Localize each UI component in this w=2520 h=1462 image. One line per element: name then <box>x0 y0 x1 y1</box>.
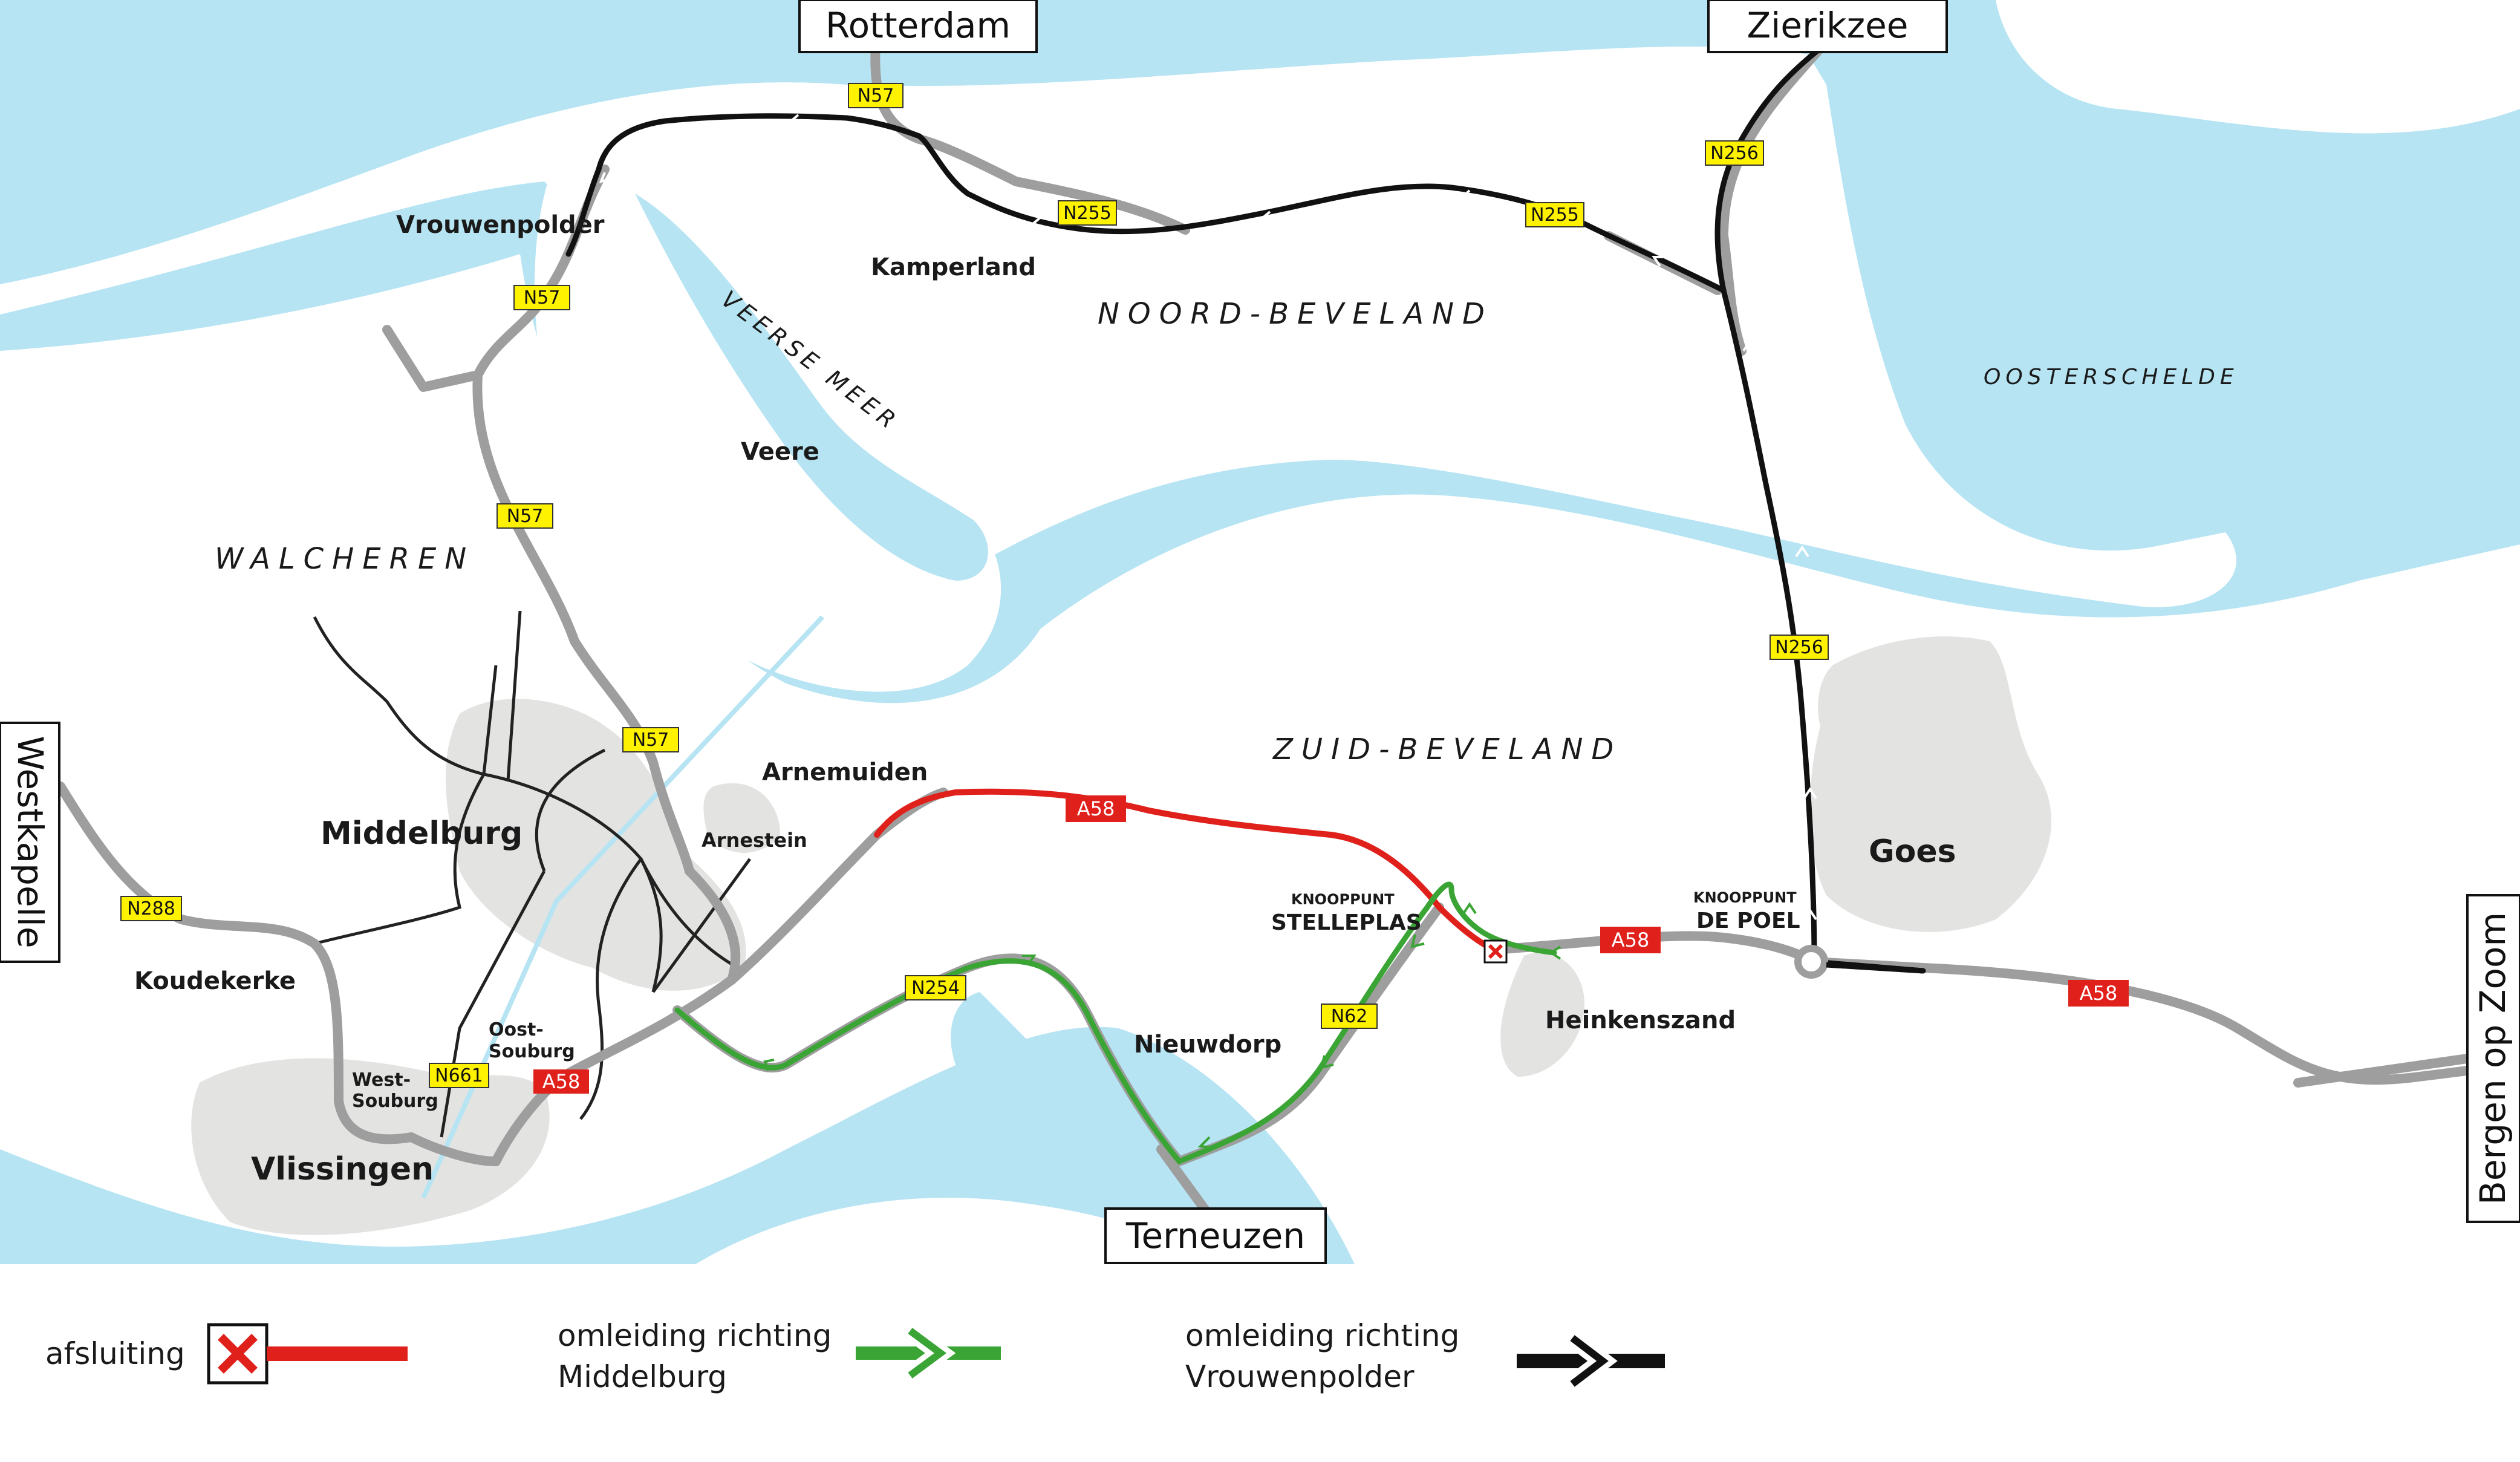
water-veerse-meer <box>635 194 988 581</box>
detour-route-middelburg <box>674 881 1557 1165</box>
destination-bergen-op-zoom: Bergen op Zoom <box>2466 894 2520 1223</box>
shield-a58-closed: A58 <box>1066 795 1126 822</box>
label-vlissingen: Vlissingen <box>251 1151 434 1187</box>
svg-text:A58: A58 <box>1077 797 1115 820</box>
legend-closure-label: afsluiting <box>45 1336 185 1371</box>
svg-text:Westkapelle: Westkapelle <box>10 736 51 948</box>
svg-text:N57: N57 <box>858 85 894 106</box>
svg-text:N57: N57 <box>524 287 561 308</box>
label-west-souburg-2: Souburg <box>352 1091 438 1112</box>
label-goes: Goes <box>1869 834 1956 870</box>
land-south-bank <box>695 1198 1210 1264</box>
label-arnemuiden: Arnemuiden <box>762 759 928 786</box>
legend-detour-middelburg-line2: Middelburg <box>558 1359 727 1394</box>
land-walcheren-zuid-beveland <box>0 254 2520 1264</box>
label-oosterschelde: OOSTERSCHELDE <box>1984 365 2239 390</box>
legend: afsluiting omleiding richting Middelburg… <box>45 1318 1665 1394</box>
label-vrouwenpolder: Vrouwenpolder <box>396 211 605 239</box>
svg-text:N256: N256 <box>1775 637 1823 658</box>
label-koudekerke: Koudekerke <box>134 967 296 995</box>
urban-vlissingen <box>191 1058 550 1235</box>
shield-a58-depoel: A58 <box>1600 927 1661 953</box>
shield-n57-lower: N57 <box>622 727 679 752</box>
shield-n57-top: N57 <box>848 83 903 108</box>
label-oost-souburg-1: Oost- <box>489 1019 544 1040</box>
water-harbour <box>951 992 1134 1201</box>
svg-text:A58: A58 <box>542 1070 581 1093</box>
label-knooppunt-stelleplas-2: STELLEPLAS <box>1271 910 1422 935</box>
svg-text:N255: N255 <box>1063 203 1112 224</box>
destination-westkapelle: Westkapelle <box>0 722 60 963</box>
roundabout-de-poel <box>1794 945 1828 979</box>
detour-arrows-green <box>763 902 1561 1149</box>
legend-detour-vrouwenpolder-line1: omleiding richting <box>1185 1318 1459 1353</box>
svg-text:N62: N62 <box>1331 1006 1368 1027</box>
shield-n254: N254 <box>905 975 966 1000</box>
shield-n256-mid: N256 <box>1770 635 1829 660</box>
svg-text:A58: A58 <box>2080 982 2118 1005</box>
label-knooppunt-depoel-1: KNOOPPUNT <box>1693 889 1797 906</box>
label-noord-beveland: NOORD-BEVELAND <box>1098 297 1493 331</box>
label-middelburg: Middelburg <box>321 815 523 852</box>
svg-text:Bergen op Zoom: Bergen op Zoom <box>2472 912 2513 1205</box>
svg-text:Rotterdam: Rotterdam <box>825 5 1011 46</box>
label-walcheren: WALCHEREN <box>215 542 475 576</box>
svg-text:N57: N57 <box>633 729 669 751</box>
canal-walcheren <box>421 615 824 1199</box>
svg-text:A58: A58 <box>1612 928 1650 951</box>
detour-arrows-black <box>599 114 1817 921</box>
svg-text:N57: N57 <box>507 506 544 527</box>
local-roads <box>313 610 752 1138</box>
label-oost-souburg-2: Souburg <box>489 1041 575 1062</box>
legend-green-arrow-icon <box>856 1323 1001 1383</box>
svg-text:N661: N661 <box>435 1065 483 1086</box>
shield-n255-east: N255 <box>1525 202 1584 227</box>
shield-n256-top: N256 <box>1705 140 1764 166</box>
destination-rotterdam: Rotterdam <box>798 0 1038 53</box>
label-zuid-beveland: ZUID-BEVELAND <box>1272 733 1622 766</box>
svg-text:Terneuzen: Terneuzen <box>1125 1215 1305 1256</box>
shield-n661: N661 <box>429 1063 489 1088</box>
shield-a58-east: A58 <box>2068 980 2129 1007</box>
svg-text:N288: N288 <box>127 898 175 919</box>
closure-route-a58 <box>874 788 1497 953</box>
destination-terneuzen: Terneuzen <box>1104 1207 1327 1264</box>
label-heinkenszand: Heinkenszand <box>1545 1007 1736 1034</box>
land-schouwen <box>1996 0 2520 134</box>
label-knooppunt-depoel-2: DE POEL <box>1696 909 1800 933</box>
legend-background <box>0 1264 2520 1462</box>
shield-a58-vlissingen: A58 <box>533 1069 589 1094</box>
label-arnestein: Arnestein <box>702 829 807 852</box>
closure-marker-map <box>1483 939 1508 964</box>
label-nieuwdorp: Nieuwdorp <box>1134 1031 1281 1059</box>
shield-n57-vrouwenpolder: N57 <box>513 285 570 310</box>
shield-n288: N288 <box>120 896 182 921</box>
legend-detour-vrouwenpolder-line2: Vrouwenpolder <box>1185 1359 1415 1394</box>
svg-text:Zierikzee: Zierikzee <box>1747 5 1909 46</box>
urban-arnemuiden <box>703 783 780 853</box>
label-west-souburg-1: West- <box>352 1069 411 1091</box>
label-knooppunt-stelleplas-1: KNOOPPUNT <box>1291 891 1395 908</box>
shield-n57-mid: N57 <box>497 503 553 529</box>
legend-closure-icon <box>207 1323 408 1385</box>
destination-zierikzee: Zierikzee <box>1707 0 1948 53</box>
svg-text:N254: N254 <box>911 977 960 999</box>
svg-text:N256: N256 <box>1710 143 1759 164</box>
shield-n62: N62 <box>1321 1003 1378 1029</box>
legend-black-arrow-icon <box>1517 1331 1665 1391</box>
legend-detour-middelburg-line1: omleiding richting <box>558 1318 832 1353</box>
svg-text:N255: N255 <box>1531 204 1579 226</box>
urban-goes <box>1809 636 2052 932</box>
shield-n255-west: N255 <box>1058 200 1117 226</box>
connector-de-poel-east <box>1826 962 1924 974</box>
label-veere: Veere <box>741 438 819 466</box>
urban-heinkenszand <box>1500 952 1584 1077</box>
label-kamperland: Kamperland <box>871 253 1036 281</box>
